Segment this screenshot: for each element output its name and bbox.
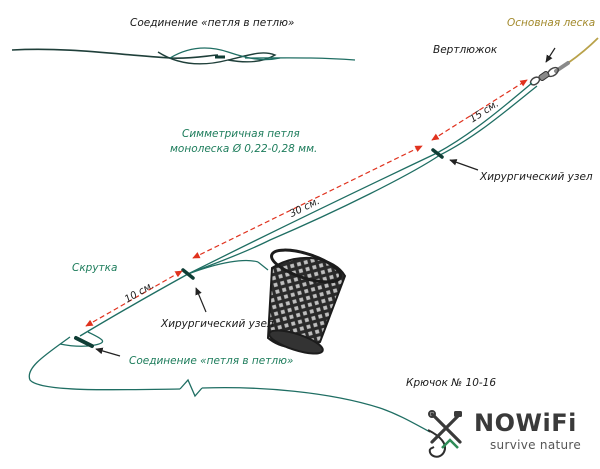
arrow-30cm [192, 145, 423, 259]
label-hook: Крючок № 10-16 [406, 377, 497, 389]
brand-name: NOWiFi [474, 409, 577, 437]
top-loop-connection [11, 47, 356, 65]
arrow-10cm [85, 270, 183, 327]
label-symmetric-loop-line1: Симметричная петля [182, 128, 300, 140]
feeder-icon [257, 248, 347, 355]
pointer-arrows [95, 47, 556, 357]
swivel-icon [529, 66, 560, 86]
label-symmetric-loop-line2: монолеска Ø 0,22-0,28 мм. [170, 143, 318, 155]
label-loop-connection-top: Соединение «петля в петлю» [130, 17, 295, 29]
distance-arrows [85, 79, 528, 327]
arrow-15cm [431, 79, 528, 141]
brand-tagline: survive nature [490, 438, 582, 452]
label-loop-connection-bottom: Соединение «петля в петлю» [129, 355, 294, 367]
hook-leader [28, 331, 431, 433]
surgical-knot-bottom-icon [181, 268, 195, 280]
label-swivel: Вертлюжок [433, 44, 498, 56]
label-surgical-knot-right: Хирургический узел [480, 171, 593, 183]
brand-logo-icon [428, 410, 462, 449]
brand-logo: NOWiFi survive nature [422, 408, 592, 458]
main-line [554, 37, 599, 73]
label-surgical-knot-bottom: Хирургический узел [161, 318, 274, 330]
label-twist: Скрутка [72, 262, 118, 274]
surgical-knot-right-icon [431, 148, 444, 159]
label-main-line: Основная леска [507, 17, 596, 29]
